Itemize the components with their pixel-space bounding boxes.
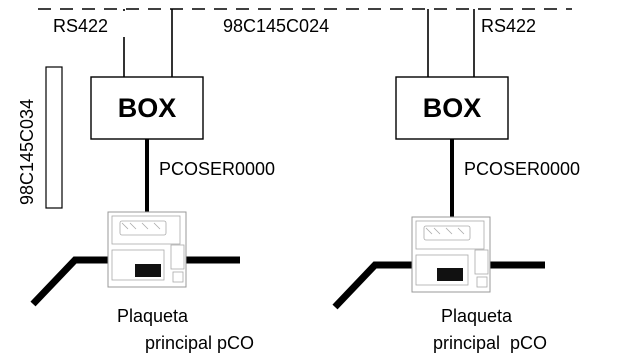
box-label-right: BOX xyxy=(423,93,482,123)
board-caption-right-line2: principal pCO xyxy=(433,333,547,353)
vertical-label: 98C145C034 xyxy=(17,99,37,205)
box-right xyxy=(395,76,509,140)
bus-label: 98C145C024 xyxy=(223,16,329,36)
cable-label-right: PCOSER0000 xyxy=(464,159,580,179)
box-left xyxy=(90,76,204,140)
pco-board-left xyxy=(107,211,187,288)
vertical-component xyxy=(45,66,63,209)
box-label-left: BOX xyxy=(118,93,177,123)
cable-label-left: PCOSER0000 xyxy=(159,159,275,179)
board-caption-left-line2: principal pCO xyxy=(145,333,254,353)
pco-board-right xyxy=(411,216,491,293)
serial-label-right: RS422 xyxy=(481,16,536,36)
serial-label-left: RS422 xyxy=(53,16,108,36)
board-caption-right-line1: Plaqueta xyxy=(441,306,513,326)
board-caption-left-line1: Plaqueta xyxy=(117,306,189,326)
